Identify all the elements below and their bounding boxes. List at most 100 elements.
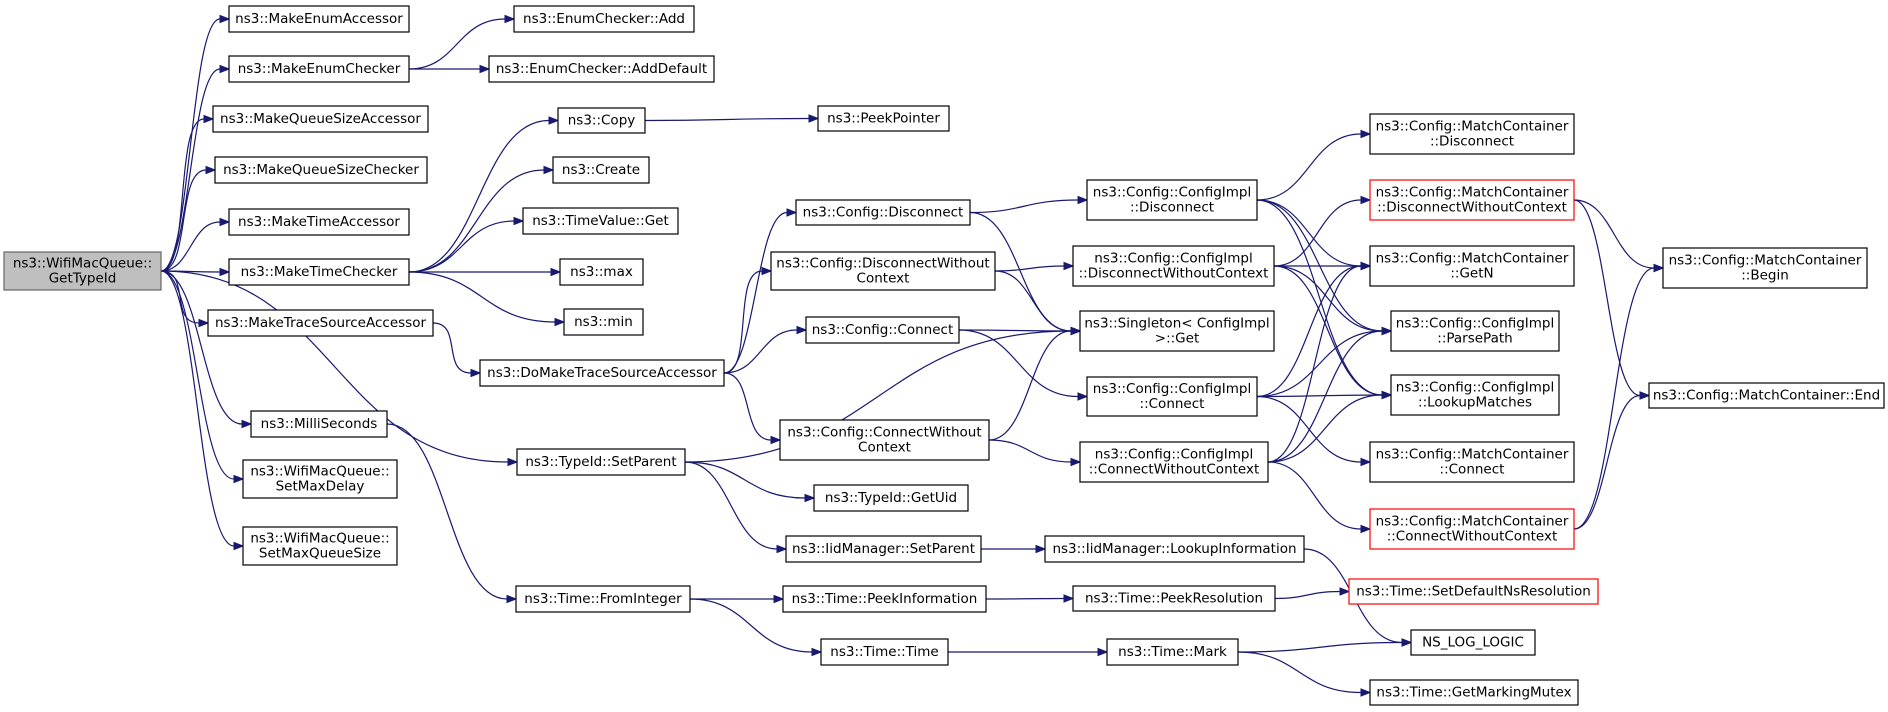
node-box [516,448,686,476]
edge-root-to-make-queue-size-checker [160,165,217,272]
edge-impl-connect-without-context-to-mc-connect-without-context [1267,461,1372,534]
edge-line [723,211,788,374]
node-type-id-get-uid[interactable]: ns3::TypeId::GetUid [813,484,969,512]
node-label: ::ParsePath [1437,331,1512,347]
node-impl-connect-without-context[interactable]: ns3::Config::ConfigImpl::ConnectWithoutC… [1079,441,1269,483]
edge-do-make-trace-source-accessor-to-config-connect [723,325,808,374]
edge-arrowhead [811,647,823,657]
node-mc-disconnect-without-context[interactable]: ns3::Config::MatchContainer::DisconnectW… [1369,179,1575,221]
node-impl-disconnect-without-context[interactable]: ns3::Config::ConfigImpl::DisconnectWitho… [1072,245,1275,287]
node-mc-end[interactable]: ns3::Config::MatchContainer::End [1648,382,1885,409]
node-impl-disconnect[interactable]: ns3::Config::ConfigImpl::Disconnect [1086,179,1258,221]
node-label: ::Disconnect [1430,134,1514,150]
node-label: ns3::min [574,314,633,330]
edge-arrowhead [1360,457,1372,467]
node-set-max-queue-size[interactable]: ns3::WifiMacQueue::SetMaxQueueSize [242,526,398,566]
node-make-time-accessor[interactable]: ns3::MakeTimeAccessor [228,208,410,236]
edge-line [408,119,550,273]
node-mc-connect-without-context[interactable]: ns3::Config::MatchContainer::ConnectWith… [1369,508,1575,550]
node-box [1079,310,1275,352]
node-box [242,459,398,499]
edge-arrowhead [1077,392,1089,401]
node-copy[interactable]: ns3::Copy [557,107,646,134]
node-impl-parse-path[interactable]: ns3::Config::ConfigImpl::ParsePath [1390,310,1560,352]
node-box [1369,245,1575,287]
node-label: ns3::MakeQueueSizeChecker [223,162,419,178]
node-peek-pointer[interactable]: ns3::PeekPointer [817,105,950,132]
node-config-connect[interactable]: ns3::Config::Connect [805,316,960,344]
node-min[interactable]: ns3::min [563,308,644,336]
edge-arrowhead [1639,391,1651,400]
node-max[interactable]: ns3::max [559,258,644,286]
node-create[interactable]: ns3::Create [552,156,650,184]
node-impl-lookup-matches[interactable]: ns3::Config::ConfigImpl::LookupMatches [1390,374,1560,416]
node-make-enum-checker[interactable]: ns3::MakeEnumChecker [228,55,410,83]
node-label: ns3::Config::ConfigImpl [1095,447,1253,463]
node-ns-log-logic[interactable]: NS_LOG_LOGIC [1410,629,1536,656]
edge-impl-connect-without-context-to-impl-parse-path [1267,326,1393,463]
node-time-time[interactable]: ns3::Time::Time [820,638,949,666]
edge-config-disconnect-without-context-to-singleton-get [994,270,1082,336]
node-config-disconnect[interactable]: ns3::Config::Disconnect [795,199,971,226]
node-enum-checker-add[interactable]: ns3::EnumChecker::Add [513,5,695,33]
node-make-trace-source-accessor[interactable]: ns3::MakeTraceSourceAccessor [207,309,434,337]
node-mc-begin[interactable]: ns3::Config::MatchContainer::Begin [1662,247,1868,289]
node-box [1044,535,1305,563]
node-set-default-ns-resolution[interactable]: ns3::Time::SetDefaultNsResolution [1348,578,1599,605]
edge-line [1273,265,1383,332]
node-label: ns3::WifiMacQueue:: [13,256,152,272]
node-type-id-set-parent[interactable]: ns3::TypeId::SetParent [516,448,686,476]
edge-line [994,270,1072,332]
node-label: ns3::Time::Mark [1118,644,1227,660]
node-label: ::DisconnectWithoutContext [1079,266,1269,282]
edge-line [985,597,1065,600]
node-box [207,309,434,337]
edge-type-id-set-parent-to-iid-manager-set-parent [684,461,788,554]
node-root[interactable]: ns3::WifiMacQueue::GetTypeId [3,251,162,291]
node-make-time-checker[interactable]: ns3::MakeTimeChecker [228,258,410,286]
node-label: ns3::Config::ConnectWithout [787,425,981,441]
edge-do-make-trace-source-accessor-to-config-disconnect-without-context [723,266,773,374]
edge-line [160,270,200,324]
edge-line [1256,199,1362,267]
edge-line [723,270,763,374]
edge-arrowhead [513,216,525,226]
edge-make-enum-checker-to-enum-checker-add [408,14,516,70]
node-impl-connect[interactable]: ns3::Config::ConfigImpl::Connect [1086,376,1258,417]
node-singleton-get[interactable]: ns3::Singleton< ConfigImpl>::Get [1079,310,1275,352]
node-set-max-delay[interactable]: ns3::WifiMacQueue::SetMaxDelay [242,459,398,499]
node-mc-disconnect[interactable]: ns3::Config::MatchContainer::Disconnect [1369,113,1575,155]
edge-config-disconnect-without-context-to-impl-disconnect-without-context [994,261,1075,272]
node-box [1369,508,1575,550]
node-time-peek-resolution[interactable]: ns3::Time::PeekResolution [1072,585,1276,612]
node-make-enum-accessor[interactable]: ns3::MakeEnumAccessor [228,5,410,33]
node-do-make-trace-source-accessor[interactable]: ns3::DoMakeTraceSourceAccessor [479,359,725,387]
node-label: ::ConnectWithoutContext [1089,462,1260,478]
node-box [820,638,949,666]
node-time-from-integer[interactable]: ns3::Time::FromInteger [515,585,691,613]
node-iid-lookup-information[interactable]: ns3::IidManager::LookupInformation [1044,535,1305,563]
node-iid-manager-set-parent[interactable]: ns3::IidManager::SetParent [785,535,982,563]
node-get-marking-mutex[interactable]: ns3::Time::GetMarkingMutex [1369,679,1579,706]
node-enum-checker-add-default[interactable]: ns3::EnumChecker::AddDefault [488,55,715,83]
node-box [214,156,428,184]
edge-line [1237,651,1362,694]
node-box [813,484,969,512]
node-mc-connect[interactable]: ns3::Config::MatchContainer::Connect [1369,441,1575,483]
node-time-mark[interactable]: ns3::Time::Mark [1106,638,1239,666]
node-milli-seconds[interactable]: ns3::MilliSeconds [250,410,388,438]
edge-line [160,270,243,425]
node-mc-get-n[interactable]: ns3::Config::MatchContainer::GetN [1369,245,1575,287]
node-config-disconnect-without-context[interactable]: ns3::Config::DisconnectWithoutContext [770,251,996,291]
node-label: ns3::MakeTraceSourceAccessor [215,315,426,331]
node-time-value-get[interactable]: ns3::TimeValue::Get [522,207,679,235]
node-make-queue-size-checker[interactable]: ns3::MakeQueueSizeChecker [214,156,428,184]
edge-arrowhead [219,14,231,24]
edge-arrowhead [219,217,231,227]
node-make-queue-size-accessor[interactable]: ns3::MakeQueueSizeAccessor [212,105,429,133]
edge-iid-manager-set-parent-to-iid-lookup-information [981,544,1047,554]
node-time-peek-information[interactable]: ns3::Time::PeekInformation [782,585,987,613]
node-config-connect-without-context[interactable]: ns3::Config::ConnectWithoutContext [779,419,990,461]
edge-root-to-make-time-accessor [160,217,231,272]
